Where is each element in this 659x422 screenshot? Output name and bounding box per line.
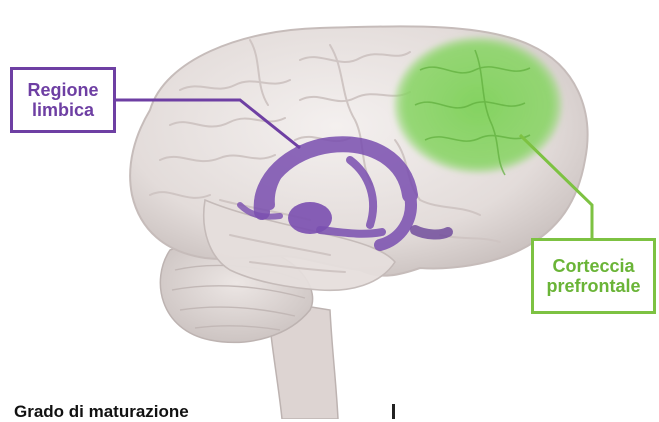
limbic-region-label: Regione limbica bbox=[10, 67, 116, 133]
prefrontal-label-line1: Corteccia bbox=[552, 256, 634, 276]
limbic-label-line1: Regione bbox=[27, 80, 98, 100]
prefrontal-cortex-label: Corteccia prefrontale bbox=[531, 238, 656, 314]
maturation-heading: Grado di maturazione bbox=[14, 402, 189, 422]
limbic-label-line2: limbica bbox=[32, 100, 94, 120]
prefrontal-label-line2: prefrontale bbox=[546, 276, 640, 296]
scale-tick-mark bbox=[392, 404, 395, 419]
amygdala bbox=[288, 202, 332, 234]
